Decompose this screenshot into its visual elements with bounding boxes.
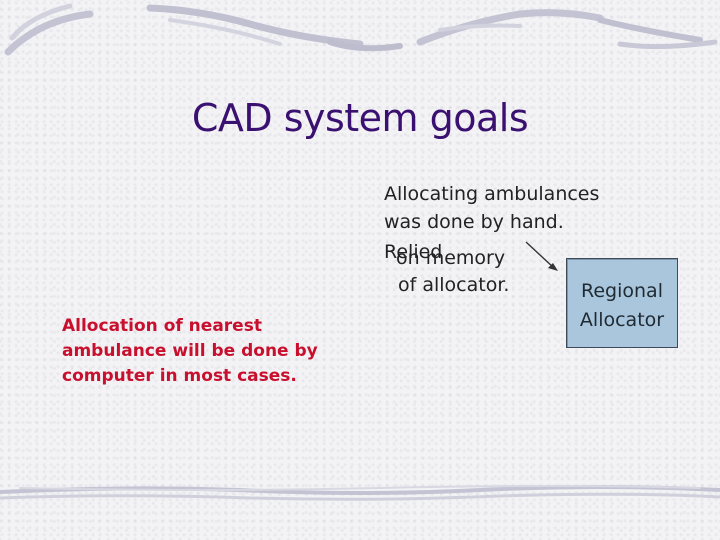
bottom-decorative-border [0, 485, 720, 501]
manual-note-line-2: was done by hand. [384, 211, 564, 233]
manual-note-line-3: Relied [384, 241, 443, 263]
computer-note-line-3: computer in most cases. [62, 366, 297, 386]
regional-allocator-box [566, 258, 678, 348]
computer-note-line-1: Allocation of nearest [62, 316, 262, 336]
arrow-icon [525, 241, 558, 271]
slide-title: CAD system goals [191, 96, 529, 140]
computer-note-line-2: ambulance will be done by [62, 341, 318, 361]
allocator-label-line-2: Allocator [579, 309, 665, 331]
regional-allocator-label: Regional Allocator [566, 277, 678, 335]
allocator-label-line-1: Regional [581, 280, 663, 302]
computer-allocation-note: Allocation of nearest ambulance will be … [62, 314, 382, 389]
manual-note-line-5: of allocator. [398, 274, 510, 296]
manual-note-line-4: on memory [396, 247, 506, 269]
top-decorative-border [4, 3, 718, 56]
manual-note-line-1: Allocating ambulances [384, 183, 600, 205]
